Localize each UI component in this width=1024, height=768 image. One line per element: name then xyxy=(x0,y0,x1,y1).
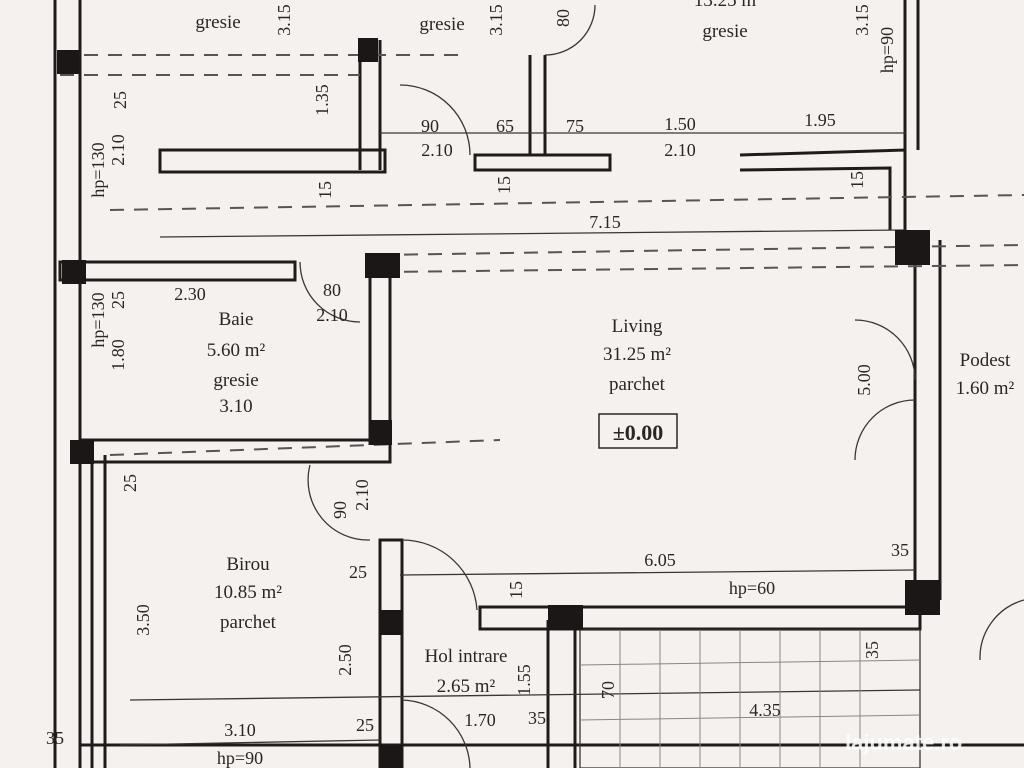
room-area-podest: 1.60 m² xyxy=(956,378,1015,399)
dim-label: 90 xyxy=(421,116,439,136)
dim-label: 80 xyxy=(553,9,573,27)
room-floor-top-middle: gresie xyxy=(419,14,464,35)
dim-label: hp=90 xyxy=(877,27,897,73)
dim-label: 15 xyxy=(315,181,335,199)
dim-label: 65 xyxy=(496,116,514,136)
dim-label: 35 xyxy=(891,540,909,560)
dim-label: 15 xyxy=(847,171,867,189)
dim-label: 4.35 xyxy=(749,700,781,720)
dim-label: 2.10 xyxy=(352,479,372,511)
dimension-labels: 90 2.10 65 75 1.50 2.10 1.95 7.15 2.30 8… xyxy=(46,4,909,768)
dim-label: hp=60 xyxy=(729,578,775,598)
dim-label: 3.15 xyxy=(274,4,294,36)
dim-label: 15 xyxy=(506,581,526,599)
door-swings xyxy=(299,4,1024,768)
dim-label: 2.30 xyxy=(174,284,206,304)
dim-label: 1.70 xyxy=(464,710,496,730)
dim-label: 15 xyxy=(494,176,514,194)
dim-label: hp=130 xyxy=(88,292,108,347)
dim-label: 70 xyxy=(598,681,618,699)
dim-label: 1.55 xyxy=(514,664,534,696)
dim-label: 35 xyxy=(528,708,546,728)
dim-label: 2.50 xyxy=(335,644,355,676)
walls xyxy=(53,0,1024,768)
dim-label: 25 xyxy=(110,91,130,109)
room-name-hol: Hol intrare xyxy=(425,646,508,667)
dim-label: 2.10 xyxy=(108,134,128,166)
dim-label: 1.35 xyxy=(312,84,332,116)
dim-label: 3.50 xyxy=(133,604,153,636)
room-area-living: 31.25 m² xyxy=(603,344,671,365)
columns xyxy=(57,38,940,768)
room-name-baie: Baie xyxy=(219,309,254,330)
room-level-living: ±0.00 xyxy=(613,420,664,445)
terrace-grid xyxy=(579,630,921,768)
room-area-top-right: 13.25 m xyxy=(694,0,757,11)
dim-label: 1.80 xyxy=(108,339,128,371)
room-area-hol: 2.65 m² xyxy=(437,676,496,697)
room-area-baie: 5.60 m² xyxy=(207,340,266,361)
dim-label: 3.15 xyxy=(852,4,872,36)
dim-label: 35 xyxy=(862,641,882,659)
level-marker-box xyxy=(598,413,678,449)
dim-label: hp=130 xyxy=(88,142,108,197)
dim-label: 25 xyxy=(349,562,367,582)
dim-label: 25 xyxy=(120,474,140,492)
room-extra-baie: 3.10 xyxy=(219,396,252,417)
room-name-living: Living xyxy=(612,316,663,337)
room-floor-baie: gresie xyxy=(213,370,258,391)
room-area-birou: 10.85 m² xyxy=(214,582,282,603)
room-name-birou: Birou xyxy=(226,554,270,575)
dim-label: hp=90 xyxy=(217,748,263,768)
dim-label: 90 xyxy=(330,501,350,519)
dim-label: 3.10 xyxy=(224,720,256,740)
dim-label: 7.15 xyxy=(589,212,621,232)
dim-label: 25 xyxy=(356,715,374,735)
room-name-podest: Podest xyxy=(960,350,1011,371)
room-floor-top-left: gresie xyxy=(195,12,240,33)
dim-label: 80 xyxy=(323,280,341,300)
dim-label: 25 xyxy=(108,291,128,309)
dim-label: 75 xyxy=(566,116,584,136)
room-floor-top-right: gresie xyxy=(702,21,747,42)
dim-label: 1.95 xyxy=(804,110,836,130)
watermark: lajumate.ro xyxy=(845,730,962,755)
room-floor-birou: parchet xyxy=(220,612,277,633)
dim-label: 2.10 xyxy=(421,140,453,160)
dim-label: 2.10 xyxy=(316,305,348,325)
dim-label: 35 xyxy=(46,728,64,748)
dim-label: 1.50 xyxy=(664,114,696,134)
dim-label: 6.05 xyxy=(644,550,676,570)
dim-label: 2.10 xyxy=(664,140,696,160)
dim-label: 5.00 xyxy=(854,364,874,396)
room-floor-living: parchet xyxy=(609,374,666,395)
dim-label: 3.15 xyxy=(486,4,506,36)
